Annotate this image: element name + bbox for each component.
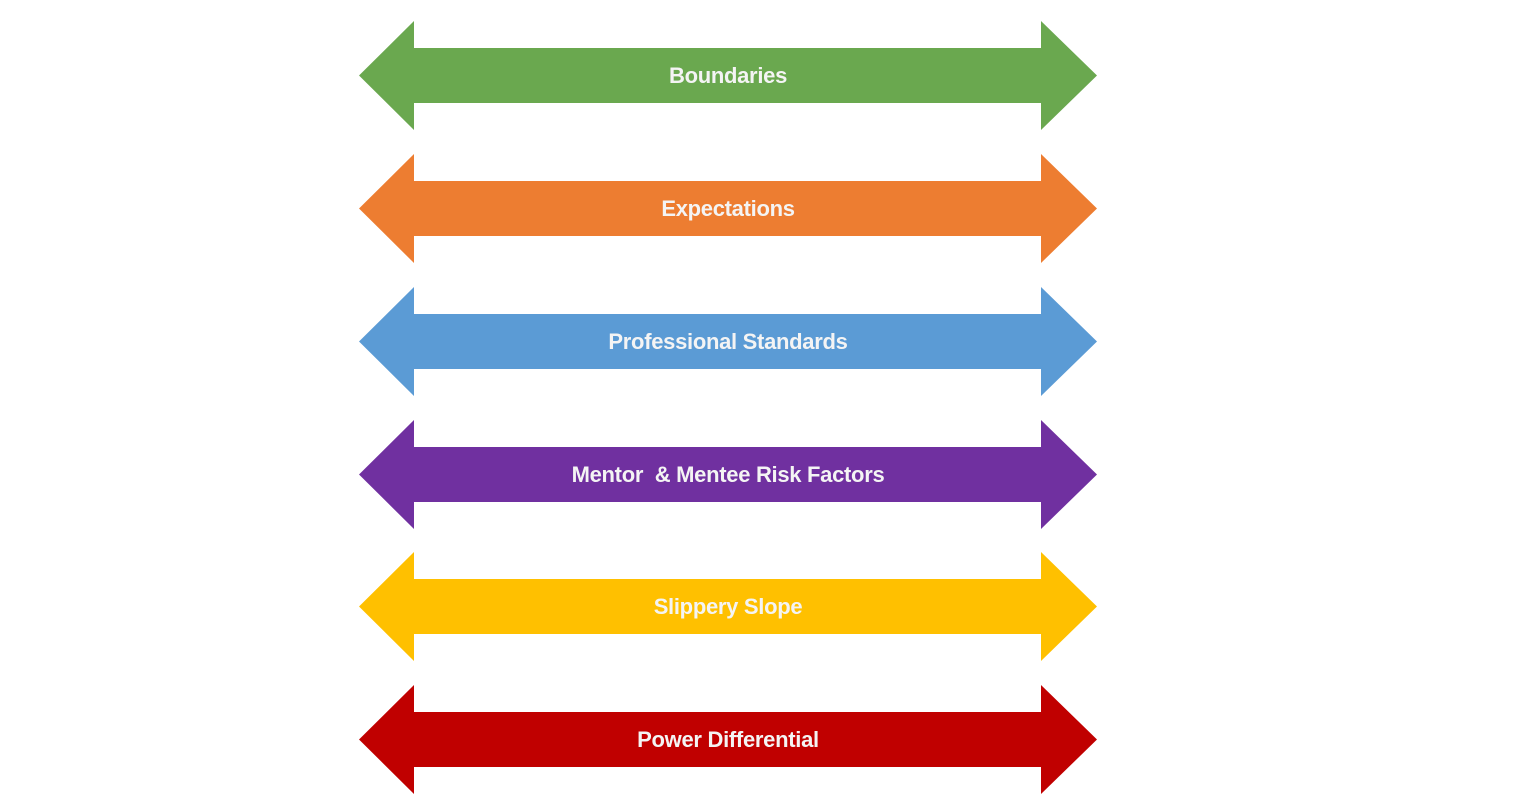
- arrow-label: Professional Standards: [608, 328, 848, 354]
- arrow-label: Expectations: [661, 195, 795, 221]
- arrow-boundaries: Boundaries: [359, 21, 1097, 130]
- arrow-label: Boundaries: [668, 62, 788, 88]
- double-arrow-icon: [359, 154, 1097, 263]
- double-arrow-icon: [359, 552, 1097, 661]
- arrow-power-differential: Power Differential: [359, 685, 1097, 794]
- arrow-expectations: Expectations: [359, 154, 1097, 263]
- double-arrow-icon: [359, 287, 1097, 396]
- double-arrow-icon: [359, 21, 1097, 130]
- arrow-slippery-slope: Slippery Slope: [359, 552, 1097, 661]
- double-arrow-icon: [359, 685, 1097, 794]
- arrow-label: Slippery Slope: [653, 593, 803, 619]
- arrow-label: Power Differential: [637, 726, 819, 752]
- arrow-professional-standards: Professional Standards: [359, 287, 1097, 396]
- arrow-label: Mentor & Mentee Risk Factors: [571, 461, 885, 487]
- arrow-mentor-mentee-risk-factors: Mentor & Mentee Risk Factors: [359, 420, 1097, 529]
- double-arrow-icon: [359, 420, 1097, 529]
